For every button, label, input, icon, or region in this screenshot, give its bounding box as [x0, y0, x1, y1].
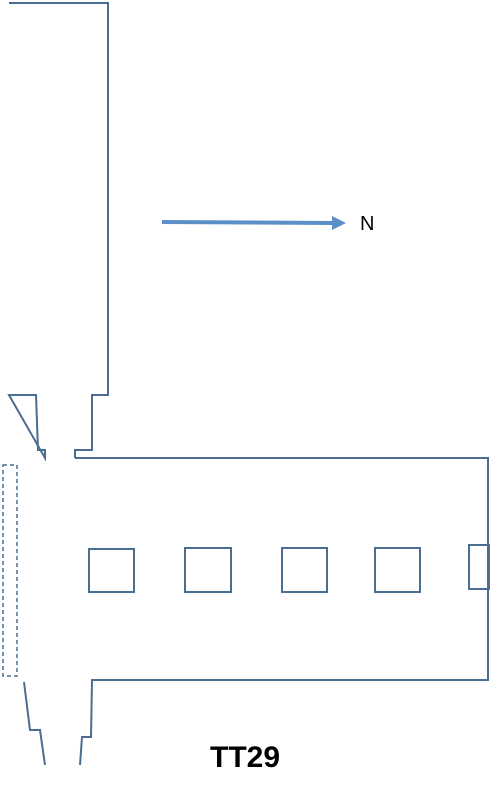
pillar-3: [281, 547, 328, 593]
pillar-5-partial: [468, 544, 490, 590]
north-label: N: [360, 213, 374, 235]
pillar-4: [374, 547, 421, 593]
pillar-2: [184, 547, 232, 593]
dashed-wall-feature: [2, 464, 18, 677]
pillar-1: [88, 548, 135, 593]
entrance-wall-left: [23, 681, 46, 766]
tomb-label: TT29: [210, 741, 280, 774]
corridor-outline: [7, 2, 109, 462]
north-arrow-icon: [161, 216, 346, 230]
transverse-hall-outline: [75, 457, 489, 766]
